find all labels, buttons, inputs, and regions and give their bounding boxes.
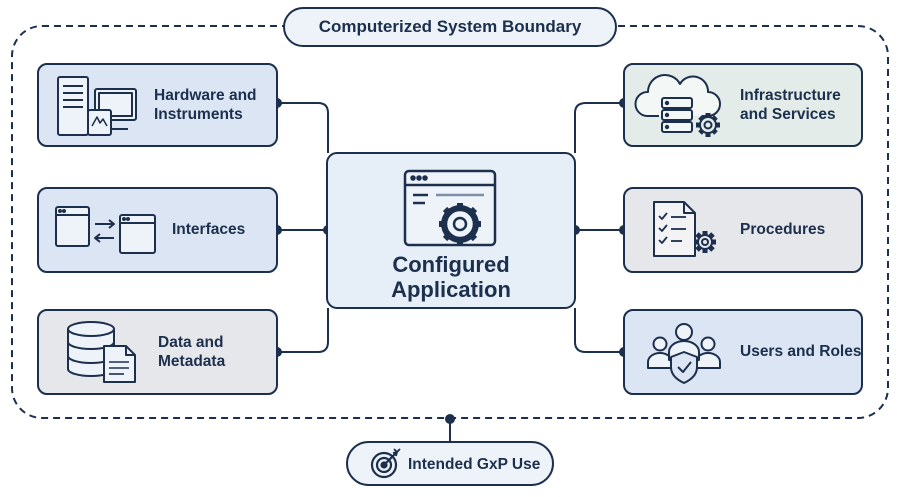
database-document-icon [67, 321, 136, 383]
checklist-gear-icon [653, 201, 716, 257]
boundary-title-pill [283, 7, 617, 47]
cloud-server-gear-icon [634, 74, 721, 137]
interfaces-box [37, 187, 278, 273]
interfaces-label: Interfaces [172, 221, 246, 238]
right-connectors [574, 102, 624, 353]
left-connectors [277, 102, 329, 353]
target-arrow-icon [370, 448, 401, 479]
users-label: Users and Roles [740, 343, 862, 360]
center-application-label: Configured Application [391, 252, 511, 303]
users-shield-icon [647, 323, 721, 384]
hardware-label: Hardware and Instruments [154, 87, 257, 124]
intended-use-pill [346, 441, 554, 486]
procedures-label: Procedures [740, 221, 826, 238]
window-exchange-icon [55, 206, 156, 254]
workstation-icon [57, 76, 137, 136]
app-window-gear-icon [403, 169, 497, 247]
intended-use-label: Intended GxP Use [408, 456, 541, 473]
data-label: Data and Metadata [158, 334, 226, 371]
boundary-title: Computerized System Boundary [318, 17, 582, 36]
infrastructure-label: Infrastructure and Services [740, 87, 841, 124]
